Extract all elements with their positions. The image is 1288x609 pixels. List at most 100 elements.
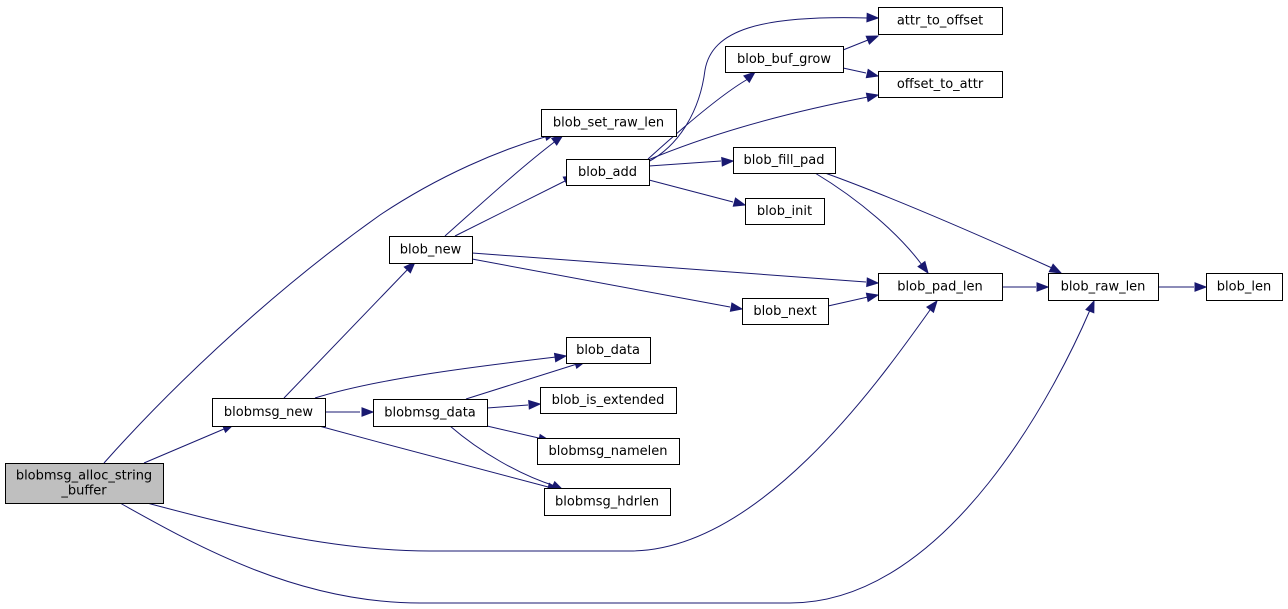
node-box [1048,273,1159,301]
edge-blob_fill_pad-to-blob_pad_len [814,172,929,275]
node-label: blobmsg_data [384,406,476,421]
node-attr-to-offset[interactable]: attr_to_offset [878,7,1003,35]
node-blob-data[interactable]: blob_data [566,337,651,364]
edge-blob_new-to-blob_pad_len [471,252,880,288]
edge-blob_pad_len-to-blob_raw_len [1002,282,1050,292]
edge-line [314,356,557,399]
edge-blob_add-to-blob_buf_grow [647,71,757,160]
edge-line [318,425,553,489]
edge-line [648,160,722,167]
node-label: blob_is_extended [552,393,665,408]
node-blobmsg-alloc-string-buffer[interactable]: blobmsg_alloc_string_buffer [5,463,164,504]
node-box [389,236,473,264]
edge-blobmsg_alloc_string_buffer-to-blob_pad_len [146,299,938,552]
node-box [878,71,1003,98]
node-box [733,147,836,174]
edge-line [465,363,578,400]
edge-blob_add-to-offset_to_attr [647,92,880,161]
node-label: blob_init [757,204,812,219]
edge-line [454,179,568,237]
edge-arrowhead [865,68,880,79]
node-box [540,387,677,414]
node-label: blob_next [753,304,816,319]
node-label: _buffer [60,484,107,499]
node-label: attr_to_offset [897,14,983,29]
edge-arrowhead [729,302,744,312]
node-box [878,7,1003,35]
node-label: blobmsg_alloc_string [16,469,152,484]
edge-arrowhead [926,299,938,314]
edge-arrowhead [403,260,416,274]
node-blobmsg-namelen[interactable]: blobmsg_namelen [537,438,680,465]
edge-blob_next-to-blob_pad_len [827,292,880,307]
node-blobmsg-new[interactable]: blobmsg_new [212,398,326,427]
edge-blob_add-to-blob_init [648,179,747,207]
node-blobmsg-hdrlen[interactable]: blobmsg_hdrlen [544,488,671,516]
node-label: blob_data [576,343,640,358]
node-box [1206,273,1283,301]
node-box [566,159,650,186]
node-box [742,298,829,325]
edge-blob_fill_pad-to-blob_raw_len [824,172,1063,274]
edge-line [146,309,931,552]
edge-line [842,67,867,74]
node-label: blobmsg_namelen [549,444,668,459]
edge-blob_new-to-blob_add [454,175,577,237]
edge-line [283,267,410,399]
edge-blobmsg_new-to-blobmsg_data [325,407,375,417]
edge-blobmsg_new-to-blob_data [314,352,568,399]
node-blob-set-raw-len[interactable]: blob_set_raw_len [541,109,677,137]
edge-blobmsg_new-to-blobmsg_hdrlen [318,425,561,492]
edge-blobmsg_data-to-blob_is_extended [486,399,542,410]
edge-arrowhead [865,92,880,103]
node-blobmsg-data[interactable]: blobmsg_data [373,399,488,427]
edge-blobmsg_new-to-blob_new [283,260,416,399]
edge-arrowhead [1085,299,1095,314]
edge-blob_buf_grow-to-attr_to_offset [842,35,880,51]
node-blob-len[interactable]: blob_len [1206,273,1283,301]
node-box [212,398,326,427]
node-box [541,109,677,137]
edge-arrowhead [732,197,747,207]
node-label: blob_pad_len [897,280,982,295]
node-blob-fill-pad[interactable]: blob_fill_pad [733,147,836,174]
edge-line [471,258,731,308]
node-box [5,463,164,504]
node-blob-pad-len[interactable]: blob_pad_len [878,273,1003,301]
edge-line [827,296,869,307]
node-box [878,273,1003,301]
edge-blob_new-to-blob_next [471,258,744,312]
node-label: blob_buf_grow [737,52,831,67]
edge-blob_add-to-blob_fill_pad [648,156,735,167]
nodes-layer: blobmsg_alloc_string_bufferblobmsg_newbl… [5,7,1283,516]
edge-line [486,425,544,440]
node-blob-init[interactable]: blob_init [745,198,825,225]
node-blob-next[interactable]: blob_next [742,298,829,325]
edge-arrowhead [1194,282,1208,292]
edge-line [647,17,869,163]
node-blob-add[interactable]: blob_add [566,159,650,186]
edge-arrowhead [866,12,880,23]
edge-line [486,404,529,409]
edge-line [444,139,558,237]
node-blob-new[interactable]: blob_new [389,236,473,264]
edge-blob_raw_len-to-blob_len [1158,282,1208,292]
edge-arrowhead [361,407,375,417]
edge-arrowhead [865,292,880,303]
node-blob-is-extended[interactable]: blob_is_extended [540,387,677,414]
edge-arrowhead [553,352,568,363]
edge-line [143,428,225,464]
node-offset-to-attr[interactable]: offset_to_attr [878,71,1003,98]
node-blob-raw-len[interactable]: blob_raw_len [1048,273,1159,301]
edge-arrowhead [721,156,735,167]
edge-blob_add-to-attr_to_offset [647,12,880,163]
node-box [566,337,651,364]
node-label: blobmsg_new [224,405,313,420]
node-box [745,198,825,225]
node-blob-buf-grow[interactable]: blob_buf_grow [725,46,844,73]
edge-line [842,39,869,51]
node-label: blobmsg_hdrlen [555,495,659,510]
node-label: blob_raw_len [1061,280,1146,295]
edge-blobmsg_alloc_string_buffer-to-blob_raw_len [119,299,1095,604]
edge-arrowhead [866,277,880,288]
